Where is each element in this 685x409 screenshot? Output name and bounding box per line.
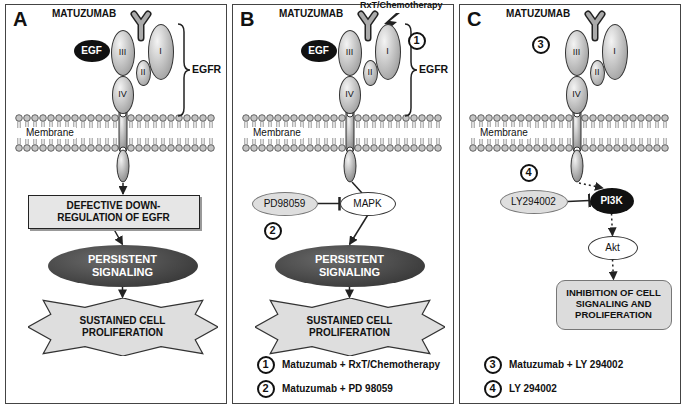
- receptor-domain: I: [602, 24, 628, 80]
- drug-label: MATUZUMAB: [506, 8, 570, 20]
- node-text: 4: [489, 382, 495, 395]
- node-text: INHIBITION OF CELL SIGNALING AND PROLIFE…: [561, 288, 665, 321]
- legend-text: Matuzumab + PD 98059: [282, 383, 393, 395]
- node-text: II: [367, 67, 372, 77]
- outcome-star: SUSTAINED CELL PROLIFERATION: [28, 298, 218, 356]
- signal-ellipse: PERSISTENT SIGNALING: [275, 245, 425, 287]
- drug-label: MATUZUMAB: [52, 8, 116, 20]
- node-text: 4: [525, 166, 531, 179]
- legend-text: LY 294002: [509, 383, 557, 395]
- ligand-ellipse: EGF: [74, 40, 110, 62]
- node-text: EGF: [308, 45, 329, 57]
- node-text: Akt: [605, 242, 619, 254]
- receptor-domain: I: [148, 24, 174, 80]
- legend-text: Matuzumab + RxT/Chemotherapy: [282, 359, 440, 371]
- receptor-domain: III: [338, 30, 362, 76]
- inhibition-connector: [568, 201, 590, 202]
- node-text: LY294002: [511, 196, 556, 208]
- callout-number: 1: [257, 356, 275, 374]
- node-text: I: [613, 46, 616, 56]
- callout-number: 1: [408, 32, 426, 50]
- node-text: PERSISTENT SIGNALING: [296, 253, 404, 278]
- callout-number: 3: [532, 36, 550, 54]
- inhibition-connector: [318, 203, 340, 205]
- receptor-domain: I: [375, 24, 401, 80]
- callout-number: 4: [520, 164, 538, 182]
- receptor-domain: IV: [339, 76, 361, 114]
- node-text: I: [159, 46, 162, 56]
- callout-number: 2: [264, 222, 282, 240]
- kinase-ellipse: Akt: [588, 236, 638, 260]
- receptor-domain: IV: [566, 76, 588, 114]
- callout-number: 3: [484, 356, 502, 374]
- node-text: III: [346, 47, 354, 57]
- legend-text: Matuzumab + LY 294002: [509, 359, 623, 371]
- receptor-domain: III: [565, 30, 589, 76]
- drug-label: MATUZUMAB: [279, 8, 343, 20]
- region-label: Membrane: [251, 127, 303, 139]
- node-text: EGF: [81, 45, 102, 57]
- node-text: SUSTAINED CELL PROLIFERATION: [66, 315, 180, 338]
- node-text: I: [386, 46, 389, 56]
- inhibitor-ellipse: PD98059: [252, 192, 318, 216]
- node-text: III: [573, 47, 581, 57]
- region-label: Membrane: [24, 127, 76, 139]
- node-text: PI3K: [600, 195, 622, 207]
- node-text: SUSTAINED CELL PROLIFERATION: [293, 315, 407, 338]
- receptor-domain: IV: [112, 76, 134, 114]
- node-text: II: [594, 67, 599, 77]
- node-text: MAPK: [353, 198, 381, 210]
- node-text: 1: [262, 358, 268, 371]
- outcome-star: SUSTAINED CELL PROLIFERATION: [255, 298, 445, 356]
- region-label: Membrane: [478, 127, 530, 139]
- receptor-domain: III: [111, 30, 135, 76]
- node-text: IV: [572, 89, 581, 99]
- callout-number: 4: [484, 380, 502, 398]
- panel-letter: A: [13, 8, 27, 31]
- node-text: 3: [537, 38, 543, 51]
- arrow-connector: [114, 229, 123, 245]
- node-text: PERSISTENT SIGNALING: [69, 253, 177, 278]
- signal-ellipse: PERSISTENT SIGNALING: [48, 245, 198, 287]
- process-box: DEFECTIVE DOWN-REGULATION OF EGFR: [28, 195, 200, 229]
- arrow-connector: [612, 214, 613, 236]
- kinase-ellipse: MAPK: [340, 192, 396, 216]
- kinase-ellipse: PI3K: [590, 188, 634, 214]
- node-text: DEFECTIVE DOWN-REGULATION OF EGFR: [36, 200, 191, 223]
- node-text: III: [119, 47, 127, 57]
- outcome-box: INHIBITION OF CELL SIGNALING AND PROLIFE…: [556, 280, 672, 330]
- figure-panel: C3IIIIIIIV4LY294002PI3KAktINHIBITION OF …: [459, 4, 681, 404]
- node-text: IV: [345, 89, 354, 99]
- arrow-connector: [122, 287, 124, 298]
- ligand-ellipse: EGF: [301, 40, 337, 62]
- receptor-label: EGFR: [419, 63, 448, 75]
- panel-letter: C: [467, 8, 481, 31]
- node-text: PD98059: [264, 198, 306, 210]
- inhibitor-ellipse: LY294002: [500, 190, 568, 214]
- node-text: 3: [489, 358, 495, 371]
- panel-letter: B: [240, 8, 254, 31]
- node-text: II: [140, 67, 145, 77]
- arrow-connector: [350, 216, 368, 245]
- node-text: 2: [262, 382, 268, 395]
- node-text: IV: [118, 89, 127, 99]
- callout-number: 2: [257, 380, 275, 398]
- treatment-label: RxT/Chemotherapy: [360, 0, 443, 10]
- receptor-label: EGFR: [192, 63, 221, 75]
- node-text: 1: [413, 34, 419, 47]
- node-text: 2: [269, 224, 275, 237]
- arrow-connector: [613, 260, 614, 280]
- arrow-connector: [349, 287, 351, 298]
